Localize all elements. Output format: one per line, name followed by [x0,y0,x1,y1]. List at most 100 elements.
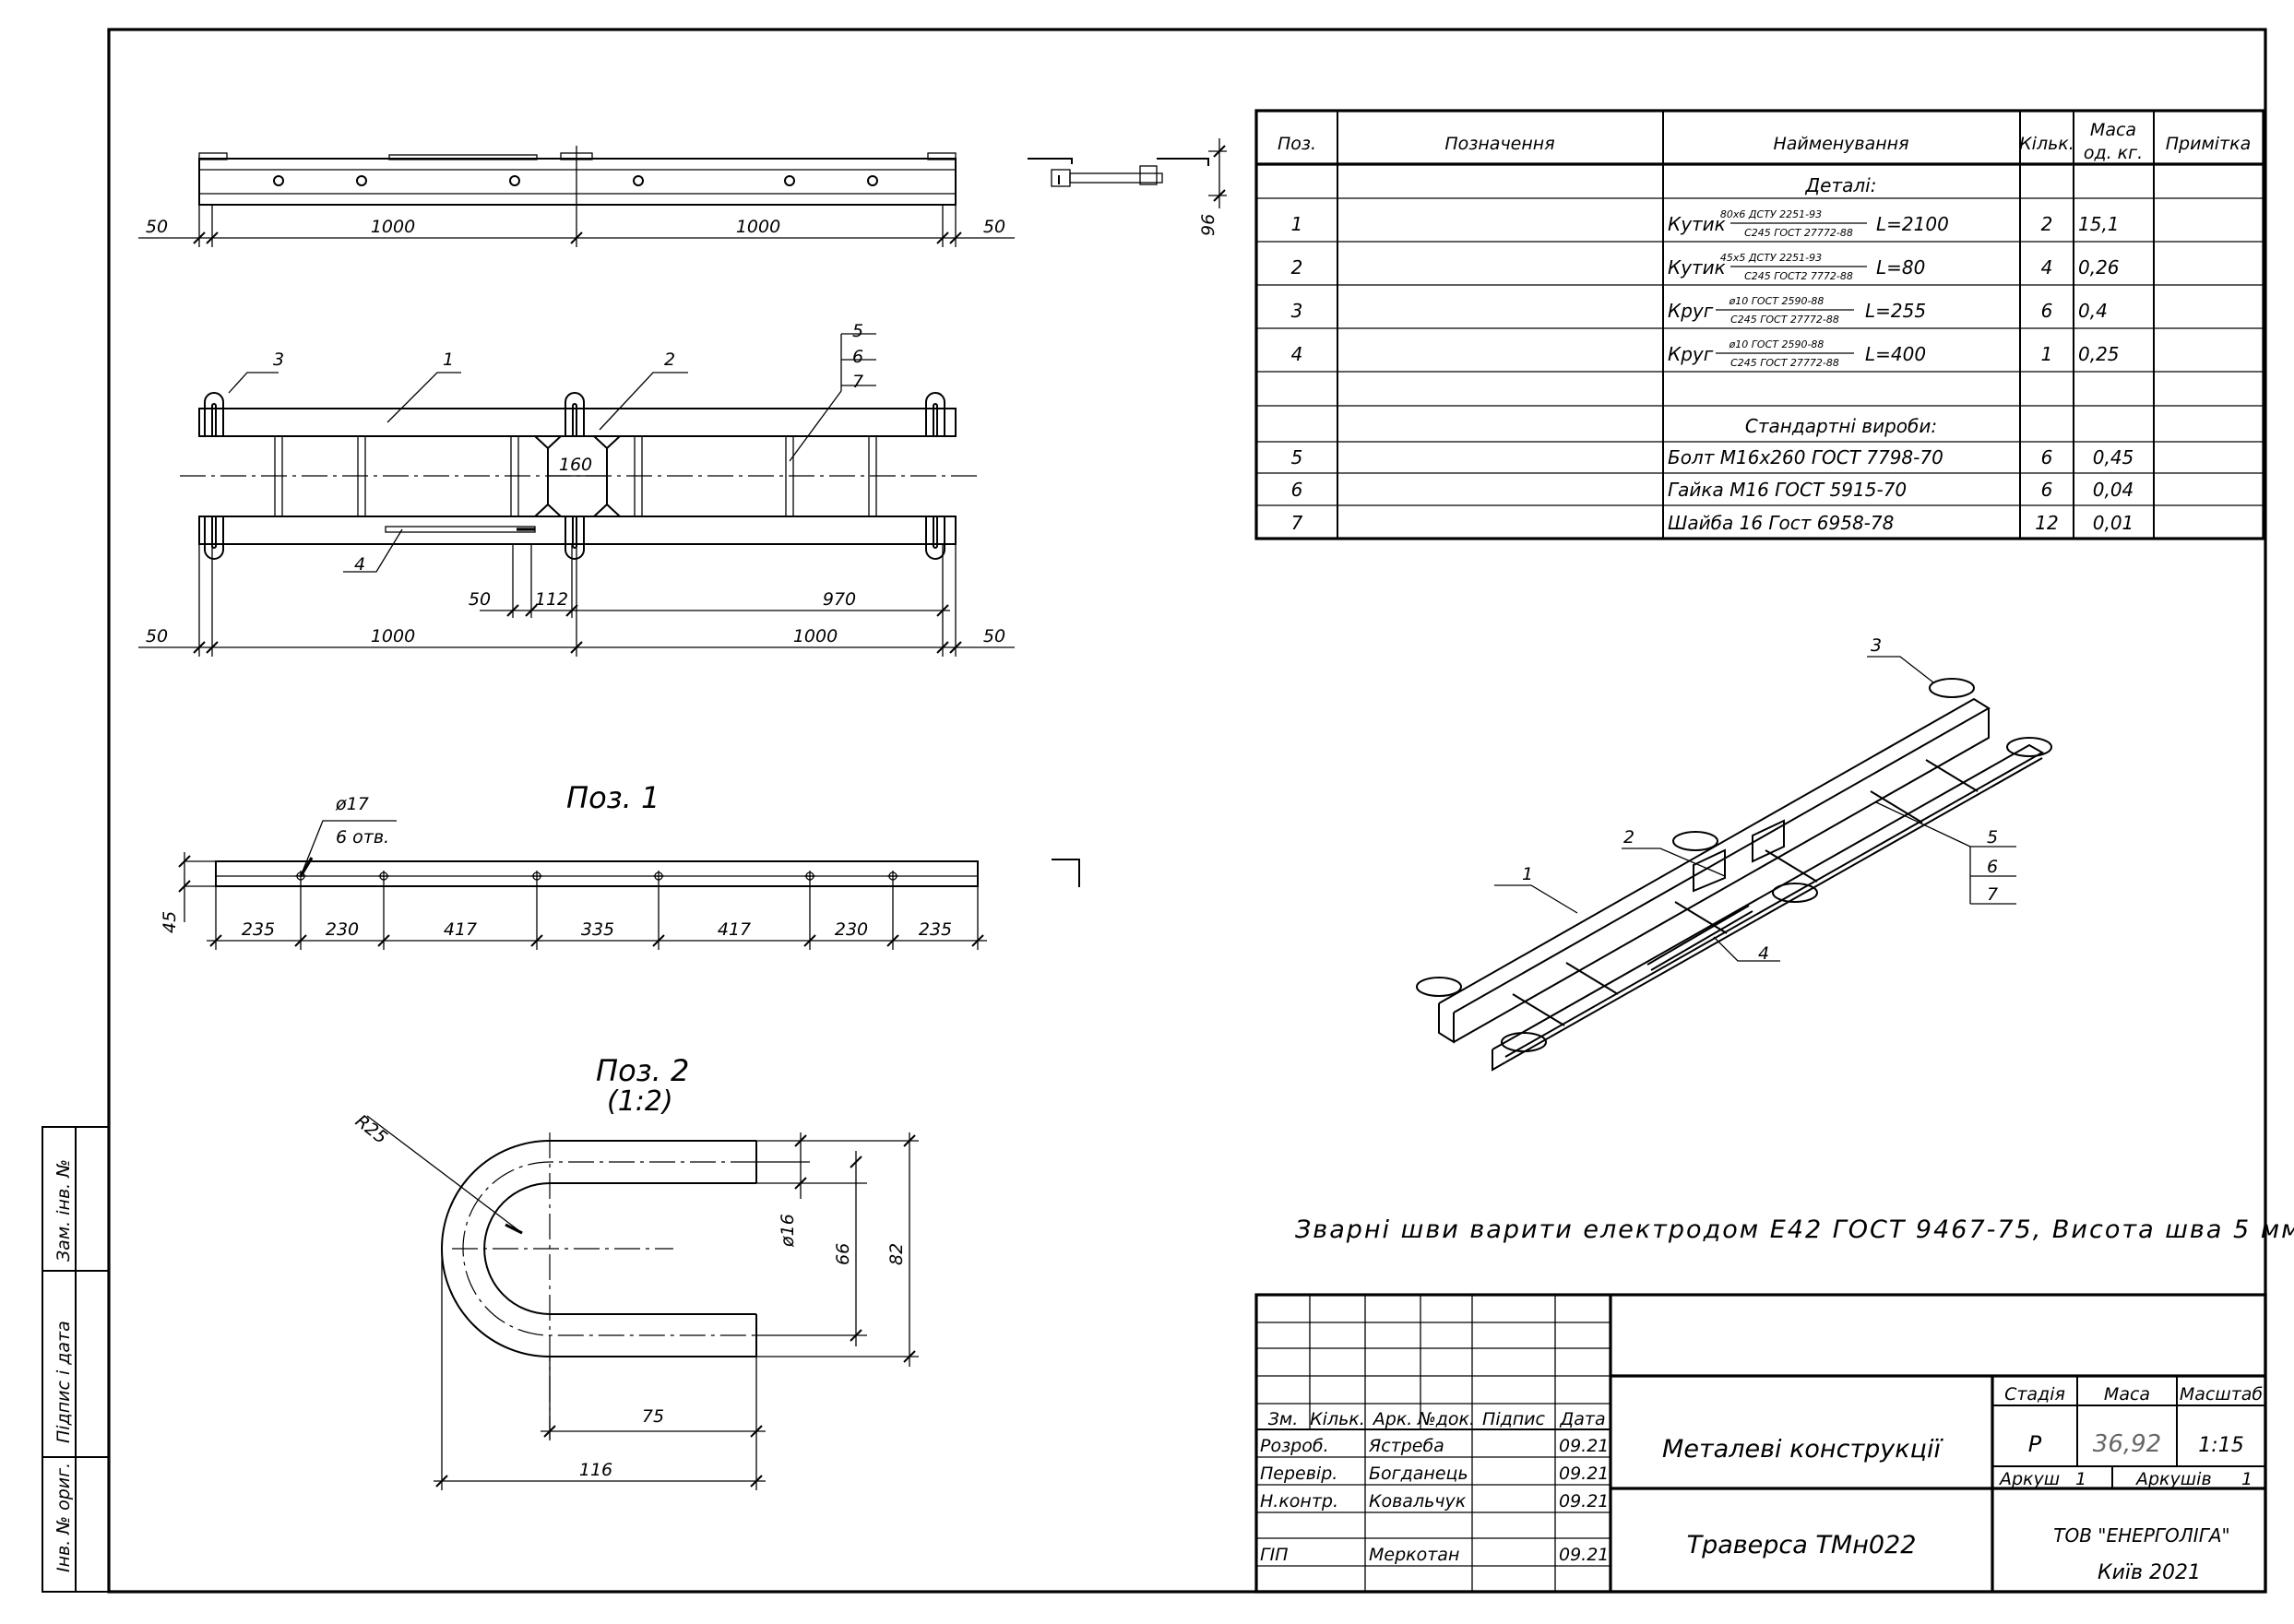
callout-2: 2 [1623,827,1634,848]
dim-50: 50 [146,626,168,646]
row-length: L=80 [1876,256,1925,279]
row-name: Кутик [1668,256,1726,279]
col-date: Дата [1559,1409,1605,1429]
dim-160: 160 [559,455,592,475]
pos2-title: Поз. 2 [596,1053,689,1088]
dim-1000: 1000 [793,626,838,646]
dim-335: 335 [581,919,614,940]
row-pos: 5 [1291,446,1303,468]
company-name: ТОВ "ЕНЕРГОЛІГА" [2053,1524,2229,1547]
sheets-value: 1 [2241,1469,2252,1489]
row-qty: 12 [2035,512,2058,534]
row-pos: 2 [1291,256,1303,279]
stamp-inv-orig: Інв. № ориг. [53,1463,74,1572]
dim-1000: 1000 [736,217,780,237]
end-view: 96 [1028,138,1227,236]
name-norm-control: Ковальчук [1369,1491,1467,1511]
row-qty: 1 [2041,343,2053,365]
hole-count: 6 отв. [336,827,389,848]
plan-view: 3 1 2 5 6 7 4 160 50 112 970 [138,321,1015,657]
row-pos: 4 [1291,343,1303,365]
project-name: Металеві конструкції [1662,1435,1943,1464]
row-qty: 2 [2041,213,2053,235]
date-checker: 09.21 [1559,1464,1609,1484]
row-name: Гайка М16 ГОСТ 5915-70 [1668,479,1907,501]
dim-116: 116 [579,1460,612,1480]
col-sign: Підпис [1482,1409,1545,1429]
iso-view: 3 2 1 5 6 7 4 [1416,635,2052,1072]
row-material: С245 ГОСТ 27772-88 [1730,357,1839,369]
section-details: Деталі: [1805,174,1877,196]
dim-50: 50 [983,217,1005,237]
table-row: 2 Кутик 45x5 ДСТУ 2251-93 С245 ГОСТ2 777… [1291,252,2120,282]
dim-1000: 1000 [371,217,415,237]
scale-value: 1:15 [2198,1434,2243,1457]
role-gip: ГІП [1260,1545,1288,1565]
dim-66: 66 [833,1243,853,1265]
header-qty: Кільк. [2019,134,2074,154]
dim-417: 417 [444,919,477,940]
header-mass2: од. кг. [2084,143,2143,163]
dim-75: 75 [642,1406,664,1427]
hole-diameter: ø17 [335,794,369,814]
stamp-sign-date: Підпис і дата [53,1321,74,1443]
row-standard: 45x5 ДСТУ 2251-93 [1720,252,1822,264]
section-standard: Стандартні вироби: [1745,415,1937,437]
role-norm-control: Н.контр. [1260,1491,1338,1511]
stamp-zam-inv: Зам. інв. № [53,1159,74,1262]
row-qty: 6 [2041,300,2053,322]
stage-value: Р [2028,1431,2042,1457]
callout-7: 7 [1987,884,1998,905]
pos2-view: Поз. 2 (1:2) R25 [351,1053,919,1490]
table-row: 5 Болт М16х260 ГОСТ 7798-70 6 0,45 [1291,446,2134,468]
row-name: Круг [1668,343,1714,365]
pos1-view: Поз. 1 ø17 6 отв. 45 [160,780,1080,950]
sheet-label: Аркуш [1998,1469,2060,1489]
row-mass: 0,26 [2078,256,2120,279]
row-pos: 1 [1291,213,1303,235]
row-mass: 0,25 [2078,343,2120,365]
dim-50: 50 [146,217,168,237]
callout-4: 4 [354,554,365,575]
dim-417: 417 [718,919,751,940]
table-row: 6 Гайка М16 ГОСТ 5915-70 6 0,04 [1291,479,2134,501]
table-row: 7 Шайба 16 Гост 6958-78 12 0,01 [1291,512,2134,534]
row-pos: 7 [1291,512,1303,534]
dim-235: 235 [919,919,952,940]
date-norm-control: 09.21 [1559,1491,1609,1511]
dim-970: 970 [823,589,856,610]
col-qty: Кільк. [1310,1409,1365,1429]
dim-230: 230 [835,919,868,940]
pos2-scale: (1:2) [607,1085,673,1118]
callout-3: 3 [1871,635,1882,656]
callout-2: 2 [664,350,675,370]
header-mass1: Маса [2090,120,2136,140]
row-mass: 0,45 [2093,446,2134,468]
pos1-title: Поз. 1 [566,780,660,815]
row-mass: 15,1 [2078,213,2120,235]
mass-label: Маса [2104,1384,2150,1405]
dim-235: 235 [242,919,275,940]
name-gip: Меркотан [1369,1545,1459,1565]
dim-50: 50 [469,589,491,610]
row-pos: 3 [1291,300,1303,322]
row-material: С245 ГОСТ 27772-88 [1744,227,1853,239]
row-mass: 0,01 [2093,512,2134,534]
name-checker: Богданець [1369,1464,1468,1484]
row-pos: 6 [1291,479,1303,501]
drawing-name: Траверса ТМн022 [1687,1531,1917,1559]
role-developer: Розроб. [1260,1436,1329,1456]
dim-45: 45 [160,911,180,933]
row-material: С245 ГОСТ 27772-88 [1730,314,1839,326]
row-qty: 4 [2041,256,2053,279]
side-stamp: Інв. № ориг. Підпис і дата Зам. інв. № [42,1126,110,1593]
row-qty: 6 [2041,479,2053,501]
row-name: Шайба 16 Гост 6958-78 [1668,512,1894,534]
header-note: Примітка [2166,134,2252,154]
row-name: Круг [1668,300,1714,322]
row-mass: 0,04 [2093,479,2134,501]
scale-label: Масштаб [2180,1384,2264,1405]
dim-1000: 1000 [371,626,415,646]
row-name: Болт М16х260 ГОСТ 7798-70 [1668,446,1943,468]
